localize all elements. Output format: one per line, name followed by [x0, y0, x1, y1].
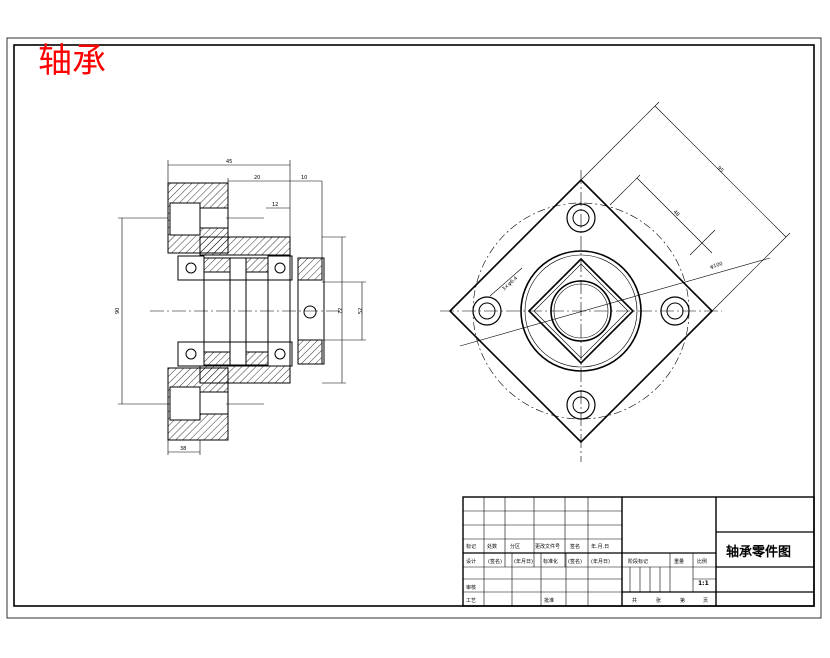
dim-inner-height-2: 52 — [358, 308, 364, 314]
tb-standard: 标准化 — [543, 558, 558, 565]
tb-scale-value: 1:1 — [698, 580, 709, 587]
tb-label-count: 处数 — [487, 543, 497, 550]
side-view-centerlines — [440, 170, 722, 462]
title-block — [462, 496, 815, 607]
outer-border — [6, 37, 822, 619]
tb-design-date: (年月日) — [514, 558, 533, 565]
tb-label-zone: 分区 — [510, 543, 520, 550]
front-section-view — [167, 182, 325, 441]
tb-stage-mark: 阶段标记 — [628, 558, 648, 565]
tb-process: 工艺 — [466, 598, 476, 604]
tb-label-change-doc: 更改文件号 — [535, 543, 560, 550]
tb-standard-date: (年月日) — [591, 558, 610, 565]
dim-bore-step: 12 — [272, 202, 278, 208]
inner-border — [13, 44, 815, 607]
dim-upper-step: 20 — [254, 175, 260, 181]
tb-review: 审核 — [466, 584, 476, 591]
tb-approve: 批准 — [544, 597, 554, 604]
tb-sheet-unit2: 页 — [703, 598, 708, 604]
tb-design-sign: (签名) — [488, 558, 502, 565]
tb-design: 设计 — [466, 558, 476, 565]
tb-standard-sign: (签名) — [568, 558, 582, 565]
dim-overall-height: 90 — [115, 308, 121, 314]
dim-bolt-circle: φ100 — [710, 261, 724, 270]
side-dimensions — [459, 101, 791, 347]
tb-sheet-index: 第 — [680, 597, 685, 604]
front-dimensions — [118, 160, 366, 455]
tb-sheet-total: 共 — [632, 597, 637, 604]
tb-sheet-unit1: 张 — [656, 597, 661, 604]
tb-part-name: 轴承零件图 — [726, 544, 791, 560]
tb-weight: 重量 — [674, 558, 684, 565]
dim-diagonal-large: 95 — [716, 165, 725, 174]
dim-base-width: 38 — [180, 446, 186, 452]
tb-label-sign: 签名 — [570, 543, 580, 550]
dim-total-width: 45 — [226, 159, 232, 165]
sheet-title: 轴承 — [38, 41, 106, 81]
tb-label-date: 年.月.日 — [591, 543, 609, 550]
dim-inner-height-1: 72 — [338, 308, 344, 314]
dim-diagonal-small: 48 — [672, 209, 681, 218]
tb-scale-label: 比例 — [697, 558, 707, 565]
tb-label-mark: 标记 — [466, 543, 476, 550]
dim-right-step: 10 — [301, 175, 307, 181]
